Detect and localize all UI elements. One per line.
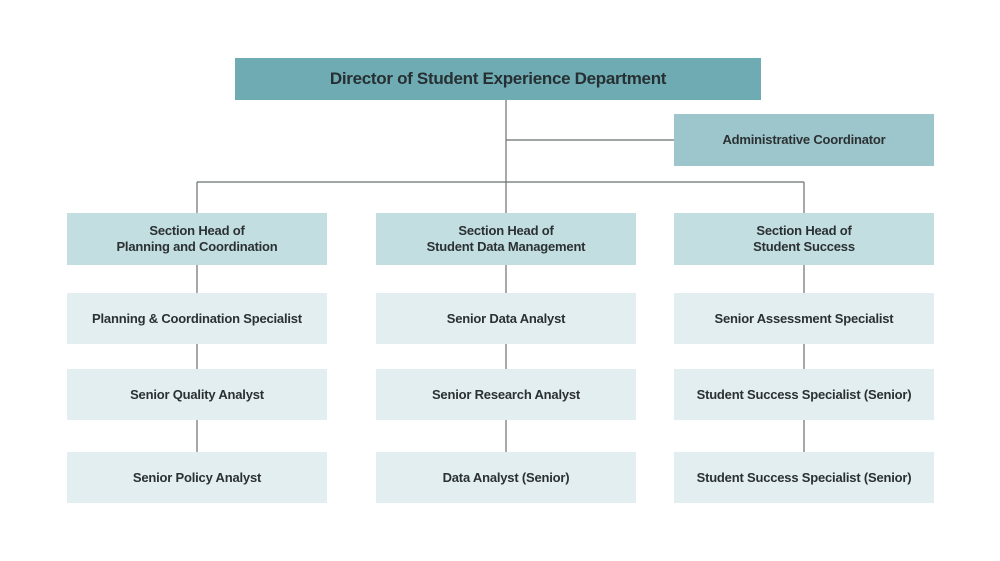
data-management-staff-node: Data Analyst (Senior) — [376, 452, 636, 503]
student-success-staff-node: Student Success Specialist (Senior) — [674, 369, 934, 420]
administrative-coordinator-node: Administrative Coordinator — [674, 114, 934, 166]
data-management-staff-node: Senior Data Analyst — [376, 293, 636, 344]
section-head-planning-node: Section Head of Planning and Coordinatio… — [67, 213, 327, 265]
planning-staff-node: Senior Policy Analyst — [67, 452, 327, 503]
director-node: Director of Student Experience Departmen… — [235, 58, 761, 100]
student-success-staff-node: Senior Assessment Specialist — [674, 293, 934, 344]
data-management-staff-node: Senior Research Analyst — [376, 369, 636, 420]
student-success-staff-node: Student Success Specialist (Senior) — [674, 452, 934, 503]
planning-staff-node: Planning & Coordination Specialist — [67, 293, 327, 344]
planning-staff-node: Senior Quality Analyst — [67, 369, 327, 420]
section-head-student-success-node: Section Head of Student Success — [674, 213, 934, 265]
section-head-data-management-node: Section Head of Student Data Management — [376, 213, 636, 265]
